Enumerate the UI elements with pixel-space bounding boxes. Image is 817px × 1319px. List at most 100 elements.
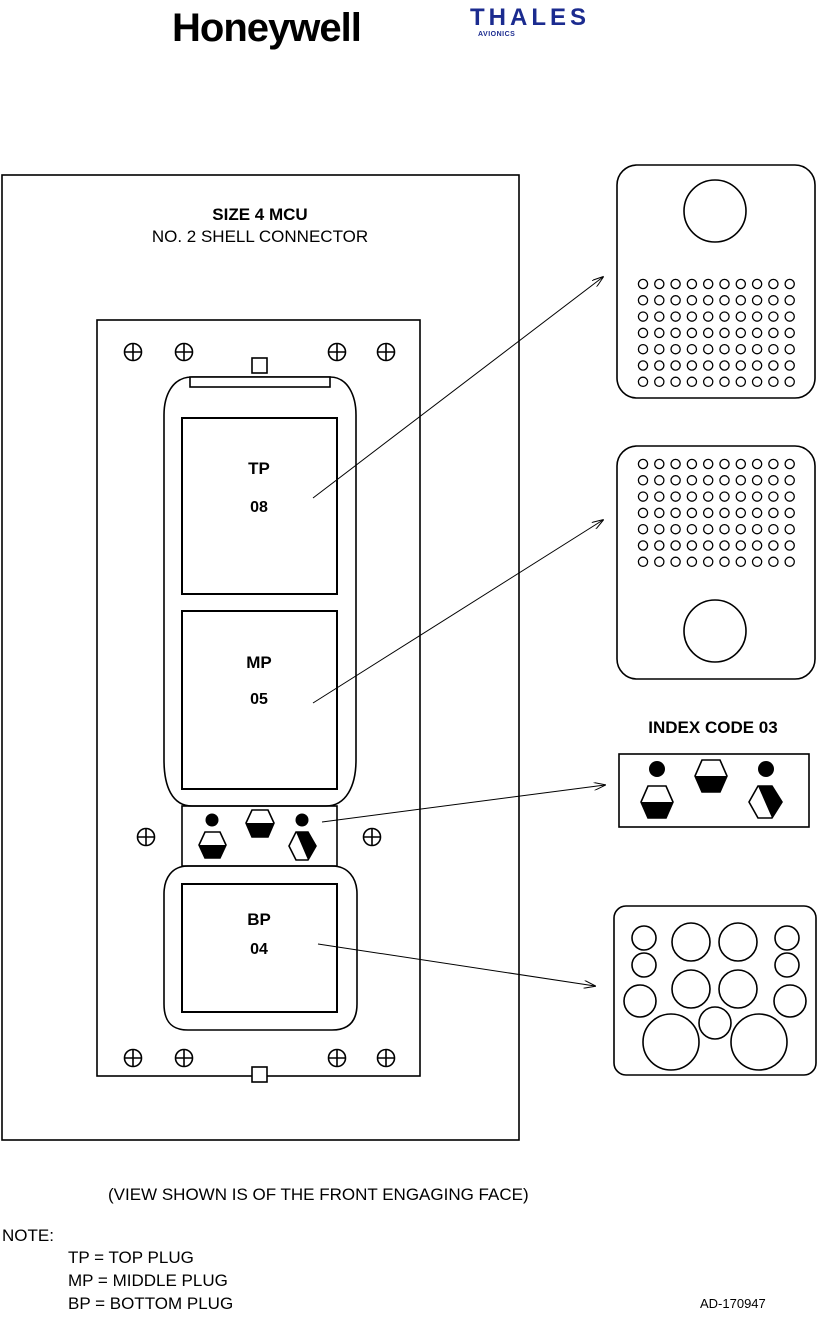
contact-pin bbox=[720, 476, 729, 485]
note-item-bp: BP = BOTTOM PLUG bbox=[68, 1294, 233, 1314]
contact-pin bbox=[671, 296, 680, 305]
screw-icon bbox=[176, 1050, 193, 1067]
note-label: NOTE: bbox=[2, 1226, 54, 1246]
screw-icon bbox=[176, 344, 193, 361]
screw-icon bbox=[378, 1050, 395, 1067]
mp-code: 05 bbox=[250, 691, 268, 708]
contact-pin bbox=[736, 296, 745, 305]
contact-pin bbox=[704, 312, 713, 321]
contact-pin bbox=[769, 508, 778, 517]
diagram-title: SIZE 4 MCU bbox=[212, 205, 307, 224]
contact-pin bbox=[720, 508, 729, 517]
contact-pin bbox=[753, 557, 762, 566]
contact-pin bbox=[655, 492, 664, 501]
contact-pin bbox=[736, 525, 745, 534]
mp-coax-contact bbox=[684, 600, 746, 662]
view-note: (VIEW SHOWN IS OF THE FRONT ENGAGING FAC… bbox=[108, 1185, 529, 1205]
contact-pin bbox=[720, 279, 729, 288]
index-code-label: INDEX CODE 03 bbox=[648, 718, 777, 737]
contact-pin bbox=[753, 377, 762, 386]
contact-pin bbox=[704, 296, 713, 305]
contact-pin bbox=[704, 279, 713, 288]
bp-code: 04 bbox=[250, 941, 268, 958]
contact-pin bbox=[769, 557, 778, 566]
contact-pin bbox=[655, 312, 664, 321]
contact-pin bbox=[638, 541, 647, 550]
contact-pin bbox=[655, 279, 664, 288]
contact-pin bbox=[736, 361, 745, 370]
bottom-alignment-key bbox=[252, 1067, 267, 1082]
contact-pin bbox=[671, 525, 680, 534]
contact-pin bbox=[785, 296, 794, 305]
contact-pin bbox=[769, 279, 778, 288]
screw-icon bbox=[329, 344, 346, 361]
contact-pin bbox=[769, 377, 778, 386]
contact-pin bbox=[753, 459, 762, 468]
contact-pin bbox=[736, 508, 745, 517]
contact-pin bbox=[769, 492, 778, 501]
contact-pin bbox=[785, 541, 794, 550]
contact-pin bbox=[655, 296, 664, 305]
contact-pin bbox=[704, 508, 713, 517]
contact-pin bbox=[736, 541, 745, 550]
contact-pin bbox=[720, 541, 729, 550]
contact-pin bbox=[769, 312, 778, 321]
contact-pin bbox=[655, 328, 664, 337]
contact-pin bbox=[655, 508, 664, 517]
tp-pin-grid bbox=[638, 279, 794, 386]
contact-pin bbox=[785, 328, 794, 337]
contact-pin bbox=[655, 361, 664, 370]
contact-pin bbox=[671, 541, 680, 550]
contact-pin bbox=[785, 345, 794, 354]
contact-pin bbox=[655, 459, 664, 468]
contact-pin bbox=[769, 476, 778, 485]
contact-pin bbox=[655, 345, 664, 354]
contact-pin bbox=[753, 328, 762, 337]
contact-pin bbox=[687, 476, 696, 485]
screw-icon bbox=[378, 344, 395, 361]
contact-pin bbox=[785, 279, 794, 288]
contact-pin bbox=[785, 476, 794, 485]
housing-latch bbox=[190, 377, 330, 387]
contact-pin bbox=[704, 541, 713, 550]
contact-pin bbox=[736, 312, 745, 321]
contact-pin bbox=[638, 492, 647, 501]
contact-pin bbox=[687, 557, 696, 566]
contact-pin bbox=[736, 492, 745, 501]
note-item-tp: TP = TOP PLUG bbox=[68, 1248, 194, 1268]
contact-pin bbox=[753, 279, 762, 288]
contact-pin bbox=[704, 377, 713, 386]
contact-pin bbox=[704, 459, 713, 468]
contact-pin bbox=[785, 312, 794, 321]
connector-diagram: SIZE 4 MCU NO. 2 SHELL CONNECTOR TP 08 M… bbox=[0, 0, 817, 1180]
contact-pin bbox=[671, 459, 680, 468]
contact-pin bbox=[753, 361, 762, 370]
contact-pin bbox=[736, 328, 745, 337]
contact-pin bbox=[687, 345, 696, 354]
contact-pin bbox=[720, 492, 729, 501]
contact-pin bbox=[720, 557, 729, 566]
contact-pin bbox=[720, 459, 729, 468]
contact-pin bbox=[671, 492, 680, 501]
screw-icon bbox=[125, 344, 142, 361]
contact-pin bbox=[785, 459, 794, 468]
bp-label: BP bbox=[247, 910, 271, 929]
contact-pin bbox=[671, 476, 680, 485]
contact-pin bbox=[720, 525, 729, 534]
contact-pin bbox=[753, 508, 762, 517]
contact-pin bbox=[720, 345, 729, 354]
contact-pin bbox=[638, 345, 647, 354]
contact-pin bbox=[655, 476, 664, 485]
contact-pin bbox=[704, 557, 713, 566]
contact-pin bbox=[638, 312, 647, 321]
contact-pin bbox=[687, 492, 696, 501]
contact-pin bbox=[687, 508, 696, 517]
index-code-detail-pins bbox=[641, 760, 782, 818]
contact-pin bbox=[687, 279, 696, 288]
diagram-subtitle: NO. 2 SHELL CONNECTOR bbox=[152, 227, 368, 246]
contact-pin bbox=[671, 279, 680, 288]
upper-plug-housing bbox=[164, 377, 356, 806]
contact-pin bbox=[720, 361, 729, 370]
contact-pin bbox=[785, 525, 794, 534]
contact-pin bbox=[638, 525, 647, 534]
